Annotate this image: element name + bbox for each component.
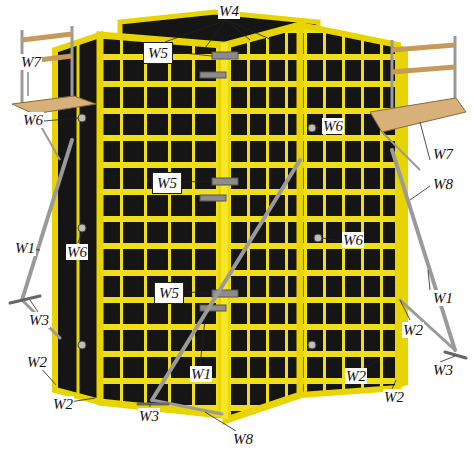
braces [10, 140, 466, 414]
left-panel [55, 35, 100, 402]
callout-label: W2 [26, 354, 48, 370]
callout-label: W5 [159, 285, 179, 301]
callout-box: W5 [143, 42, 173, 64]
corner-strip [221, 43, 228, 419]
callout-label: W8 [232, 431, 254, 447]
callout-label: W6 [322, 118, 344, 134]
callout-label: W1 [14, 240, 36, 256]
callout-label: W5 [148, 45, 168, 61]
callout-label: W7 [432, 146, 454, 162]
callout-label: W8 [432, 176, 454, 192]
callout-box: W5 [152, 172, 182, 194]
callout-label: W2 [383, 389, 405, 405]
callout-label: W6 [342, 232, 364, 248]
callout-label: W1 [432, 290, 454, 306]
callout-label: W6 [66, 244, 88, 260]
callout-label: W7 [20, 54, 42, 70]
callout-label: W3 [138, 408, 160, 424]
left-platform [12, 26, 96, 160]
callout-label: W2 [345, 368, 367, 384]
callout-label: W2 [52, 396, 74, 412]
right-platform [370, 36, 466, 170]
callout-label: W6 [22, 112, 44, 128]
callout-label: W2 [402, 322, 424, 338]
callout-label: W3 [432, 362, 454, 378]
callout-label: W5 [157, 175, 177, 191]
leader-lines [28, 20, 455, 431]
panel-clamps [78, 114, 322, 349]
callout-label: W4 [218, 3, 240, 19]
callout-label: W3 [28, 312, 50, 328]
right-panel [300, 25, 398, 395]
front-left-panel [100, 35, 222, 415]
callout-box: W5 [154, 282, 184, 304]
callout-label: W1 [190, 366, 212, 382]
